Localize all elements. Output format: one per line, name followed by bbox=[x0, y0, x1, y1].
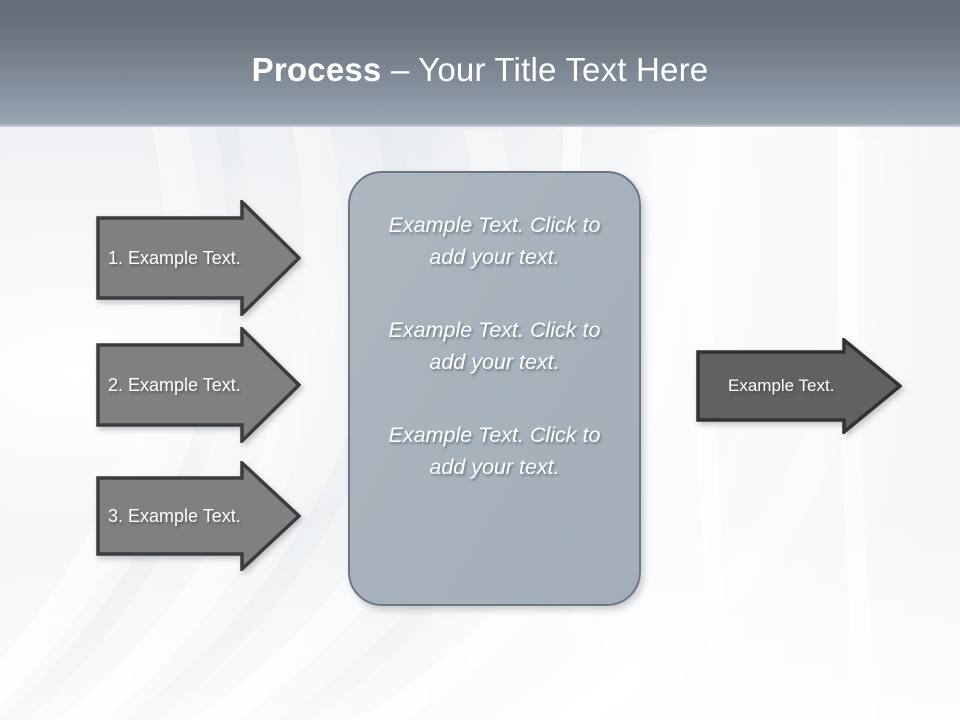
page-title-regular: – Your Title Text Here bbox=[381, 51, 709, 88]
arrow-step-2[interactable]: 2. Example Text. bbox=[96, 327, 301, 443]
arrow-step-3[interactable]: 3. Example Text. bbox=[96, 461, 301, 571]
right-arrow-icon bbox=[96, 200, 301, 316]
title-band bbox=[0, 0, 960, 127]
center-content-box[interactable]: Example Text. Click to add your text. Ex… bbox=[348, 171, 641, 606]
arrow-step-2-label: 2. Example Text. bbox=[108, 375, 241, 395]
arrow-result[interactable]: Example Text. bbox=[696, 338, 902, 434]
center-paragraph-1: Example Text. Click to add your text. bbox=[388, 213, 601, 269]
right-arrow-icon bbox=[96, 461, 301, 571]
right-arrow-icon bbox=[96, 327, 301, 443]
page-title-bold: Process bbox=[251, 51, 382, 88]
center-paragraph-2: Example Text. Click to add your text. bbox=[388, 318, 601, 374]
right-arrow-icon bbox=[696, 338, 902, 434]
arrow-step-3-label: 3. Example Text. bbox=[108, 506, 241, 526]
center-paragraph-3: Example Text. Click to add your text. bbox=[388, 423, 601, 479]
arrow-result-label: Example Text. bbox=[728, 376, 835, 395]
arrow-step-1-label: 1. Example Text. bbox=[108, 248, 241, 268]
arrow-step-1[interactable]: 1. Example Text. bbox=[96, 200, 301, 316]
page-title: Process – Your Title Text Here bbox=[0, 50, 960, 90]
